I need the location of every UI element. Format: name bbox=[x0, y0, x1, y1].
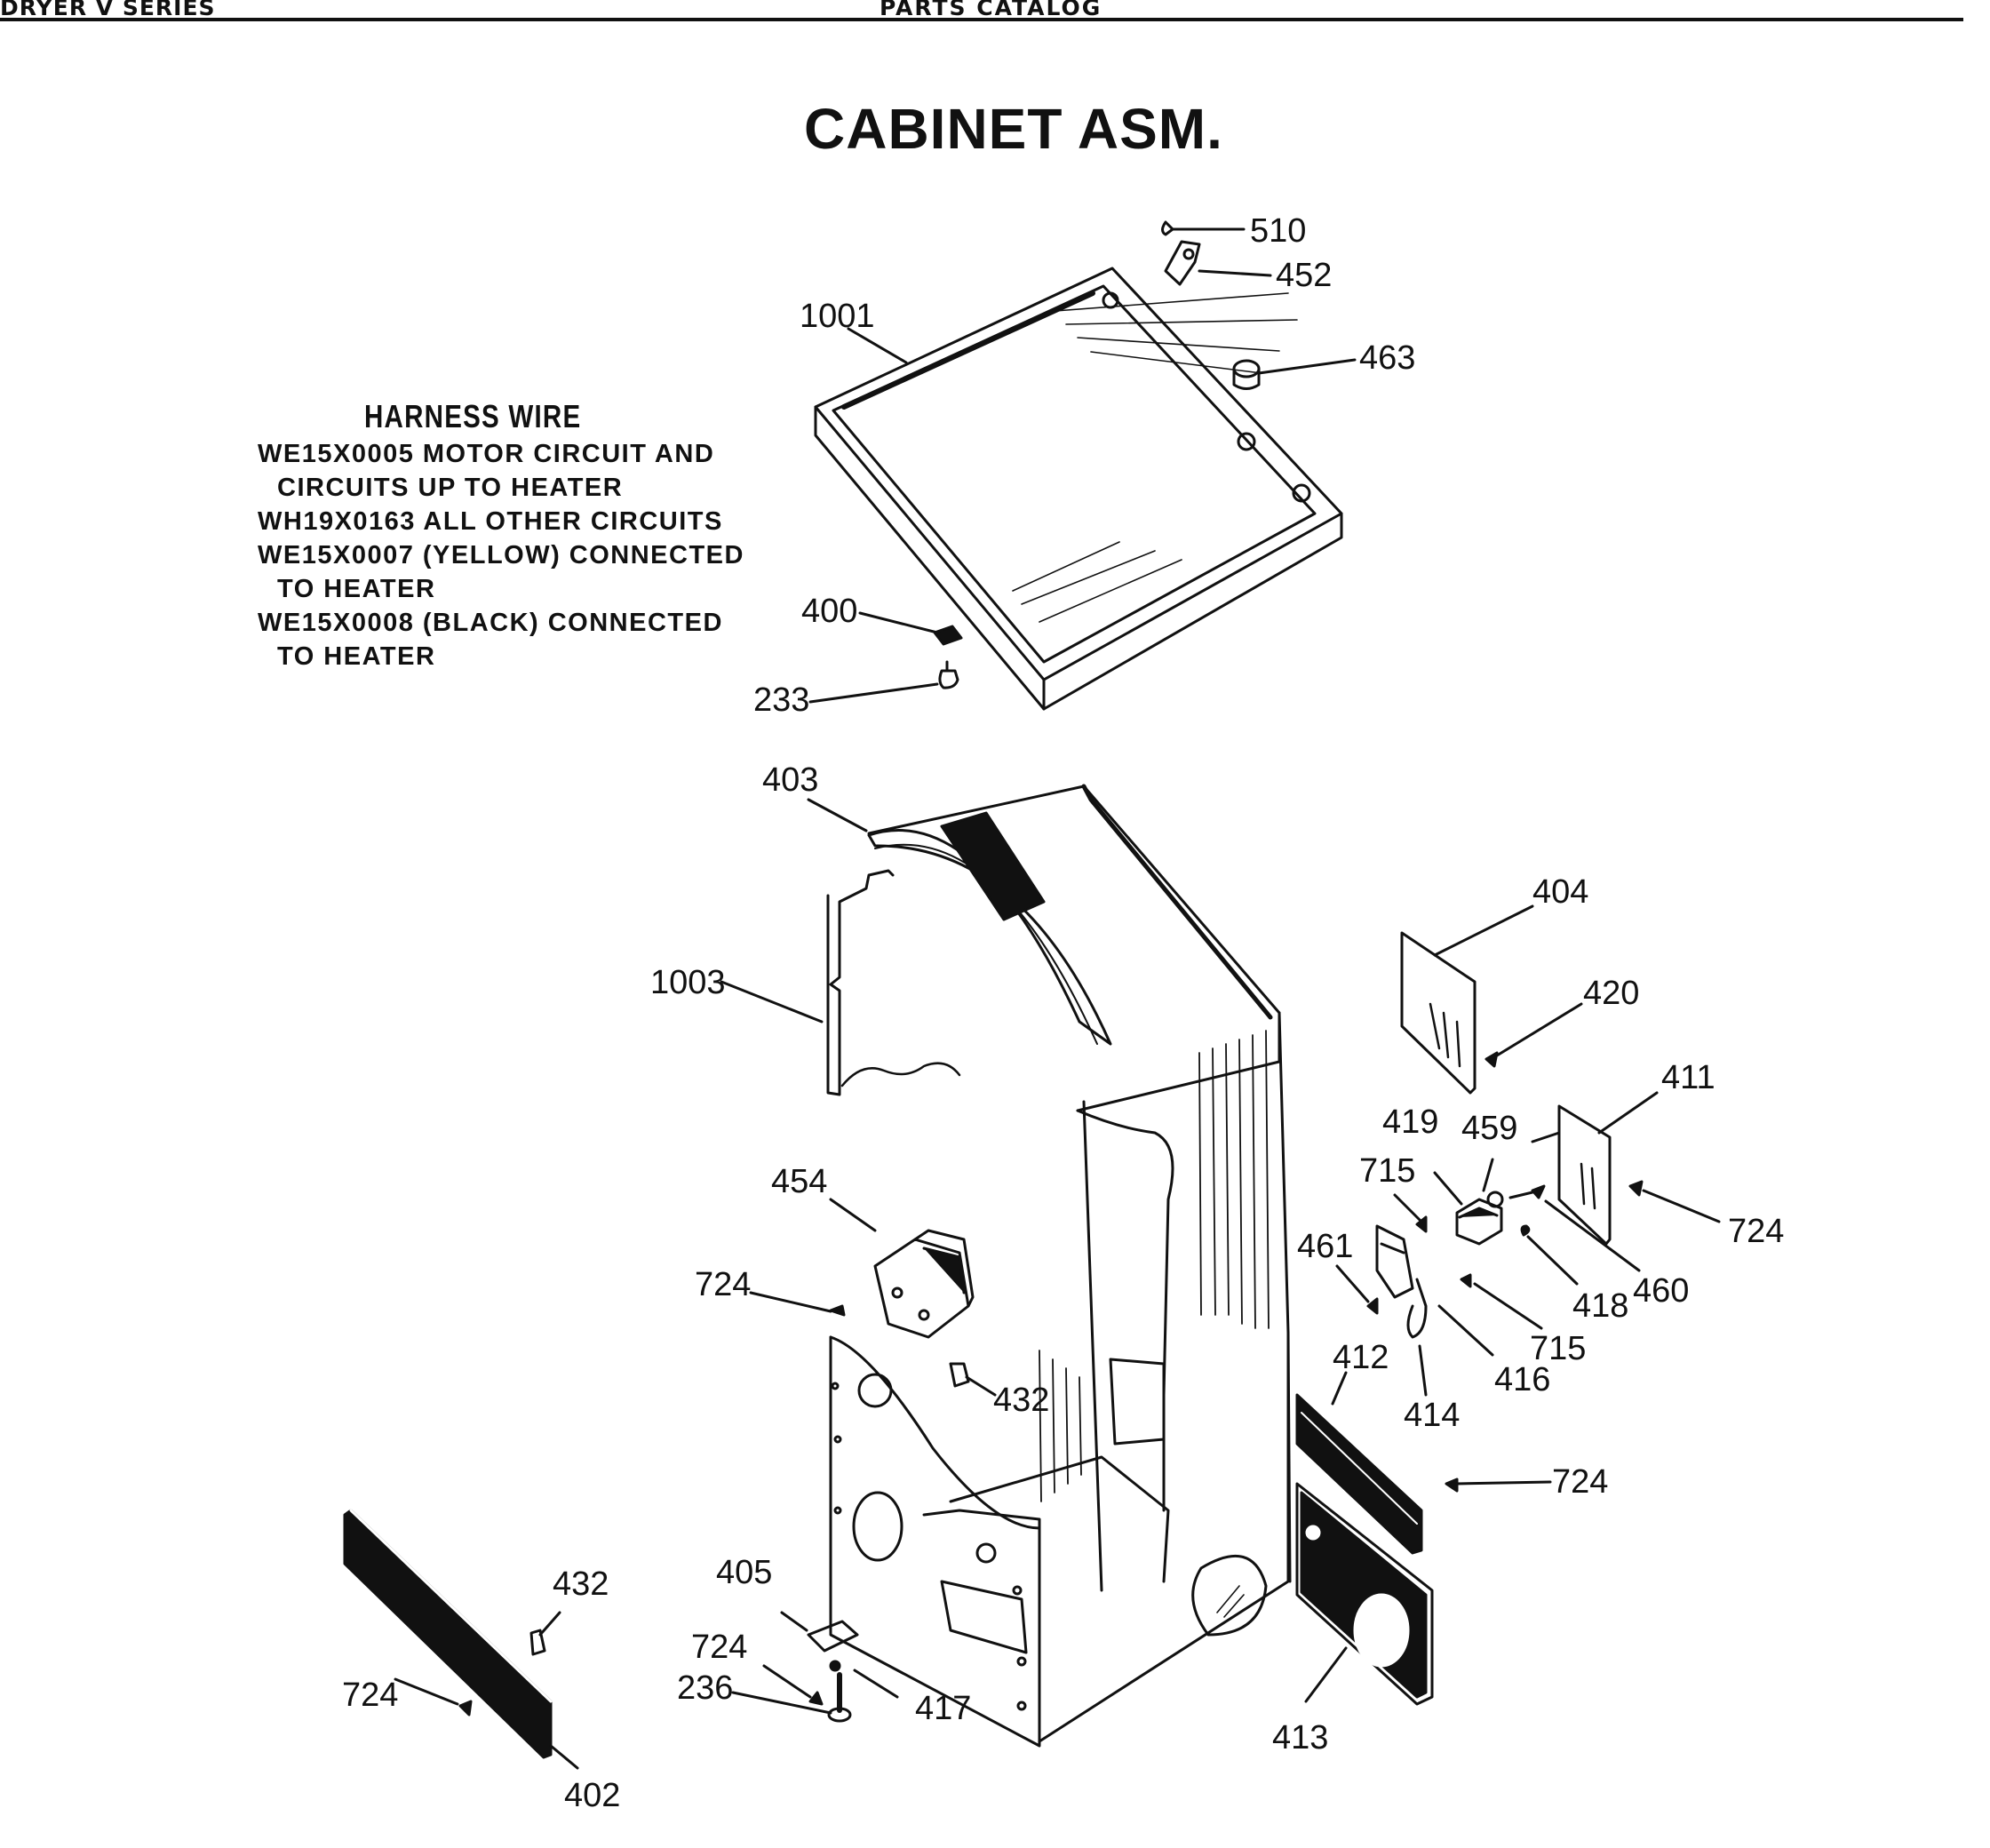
page-header: DRYER V SERIES PARTS CATALOG bbox=[0, 0, 1990, 27]
bottom-center-hardware bbox=[731, 1611, 899, 1723]
part-label-724-b: 724 bbox=[695, 1266, 751, 1303]
part-label-724-d: 724 bbox=[691, 1629, 747, 1666]
component-454 bbox=[873, 1229, 975, 1339]
part-label-459: 459 bbox=[1461, 1110, 1517, 1147]
part-label-724-c: 724 bbox=[1552, 1463, 1608, 1501]
part-label-1003: 1003 bbox=[650, 964, 726, 1001]
screw-724-icon bbox=[829, 1304, 846, 1317]
harness-line-3: WH19X0163 ALL OTHER CIRCUITS bbox=[258, 507, 723, 536]
harness-line-5: TO HEATER bbox=[277, 575, 436, 603]
screw-715-b-icon bbox=[1460, 1273, 1472, 1288]
bottom-rail-402 bbox=[343, 1509, 579, 1770]
top-cover-hardware bbox=[808, 220, 1357, 704]
harness-line-6: WE15X0008 (BLACK) CONNECTED bbox=[258, 609, 723, 637]
part-label-1001: 1001 bbox=[800, 298, 875, 335]
page-title: CABINET ASM. bbox=[804, 97, 1223, 161]
screw-510-icon bbox=[1161, 220, 1174, 236]
part-label-411: 411 bbox=[1661, 1059, 1715, 1096]
harness-line-1: WE15X0005 MOTOR CIRCUIT AND bbox=[258, 440, 715, 468]
top-cover bbox=[814, 267, 1343, 711]
part-label-419: 419 bbox=[1382, 1103, 1438, 1141]
part-label-460: 460 bbox=[1633, 1272, 1689, 1310]
harness-line-7: TO HEATER bbox=[277, 642, 436, 671]
clip-432-icon bbox=[949, 1362, 970, 1388]
screw-724-e-icon bbox=[458, 1700, 473, 1717]
bumper-463-icon bbox=[1232, 359, 1261, 378]
clip-400-icon bbox=[933, 625, 963, 646]
header-rule bbox=[0, 18, 1963, 21]
bracket-405-icon bbox=[807, 1620, 859, 1653]
part-label-400: 400 bbox=[801, 593, 857, 630]
clip-432-b-icon bbox=[529, 1629, 546, 1656]
part-label-715-a: 715 bbox=[1359, 1152, 1415, 1190]
part-label-418: 418 bbox=[1572, 1287, 1628, 1325]
screw-233-icon bbox=[938, 669, 959, 689]
part-label-236: 236 bbox=[677, 1669, 733, 1707]
part-label-715-b: 715 bbox=[1530, 1330, 1586, 1367]
harness-line-2: CIRCUITS UP TO HEATER bbox=[277, 474, 624, 502]
part-label-417: 417 bbox=[915, 1690, 971, 1727]
part-label-413: 413 bbox=[1272, 1719, 1328, 1756]
part-label-233: 233 bbox=[753, 681, 809, 719]
harness-wire-note: HARNESS WIRE WE15X0005 MOTOR CIRCUIT AND… bbox=[258, 400, 744, 673]
part-label-404: 404 bbox=[1532, 873, 1588, 911]
part-label-432-b: 432 bbox=[553, 1565, 609, 1603]
harness-title: HARNESS WIRE bbox=[364, 398, 582, 434]
part-label-420: 420 bbox=[1583, 975, 1639, 1012]
part-label-405: 405 bbox=[716, 1554, 772, 1591]
screw-724-d-icon bbox=[808, 1691, 824, 1706]
part-label-414: 414 bbox=[1404, 1397, 1460, 1434]
part-label-402: 402 bbox=[564, 1777, 620, 1814]
series-label: DRYER V SERIES bbox=[0, 0, 216, 20]
screw-724-c-icon bbox=[1445, 1478, 1459, 1493]
right-components bbox=[1335, 904, 1721, 1397]
bracket-452-icon bbox=[1164, 240, 1201, 286]
part-label-454: 454 bbox=[771, 1163, 827, 1200]
part-label-403: 403 bbox=[762, 761, 818, 799]
part-label-724-e: 724 bbox=[342, 1677, 398, 1714]
cabinet-body bbox=[826, 784, 1292, 1748]
part-label-452: 452 bbox=[1276, 257, 1332, 294]
right-rear-panels bbox=[1295, 1371, 1552, 1706]
part-label-724-a: 724 bbox=[1728, 1213, 1784, 1250]
part-label-432-a: 432 bbox=[993, 1382, 1049, 1419]
part-label-463: 463 bbox=[1359, 339, 1415, 377]
part-labels: 510 452 463 1001 400 233 403 1003 404 42… bbox=[342, 212, 1784, 1814]
screw-724-a-icon bbox=[1628, 1180, 1644, 1197]
screw-461-icon bbox=[1366, 1297, 1379, 1315]
part-label-416: 416 bbox=[1494, 1361, 1550, 1398]
part-label-461: 461 bbox=[1297, 1228, 1353, 1265]
harness-line-4: WE15X0007 (YELLOW) CONNECTED bbox=[258, 541, 744, 570]
screw-420-icon bbox=[1485, 1051, 1499, 1068]
part-label-412: 412 bbox=[1333, 1339, 1389, 1376]
catalog-label: PARTS CATALOG bbox=[880, 0, 1102, 20]
part-label-510: 510 bbox=[1250, 212, 1306, 250]
